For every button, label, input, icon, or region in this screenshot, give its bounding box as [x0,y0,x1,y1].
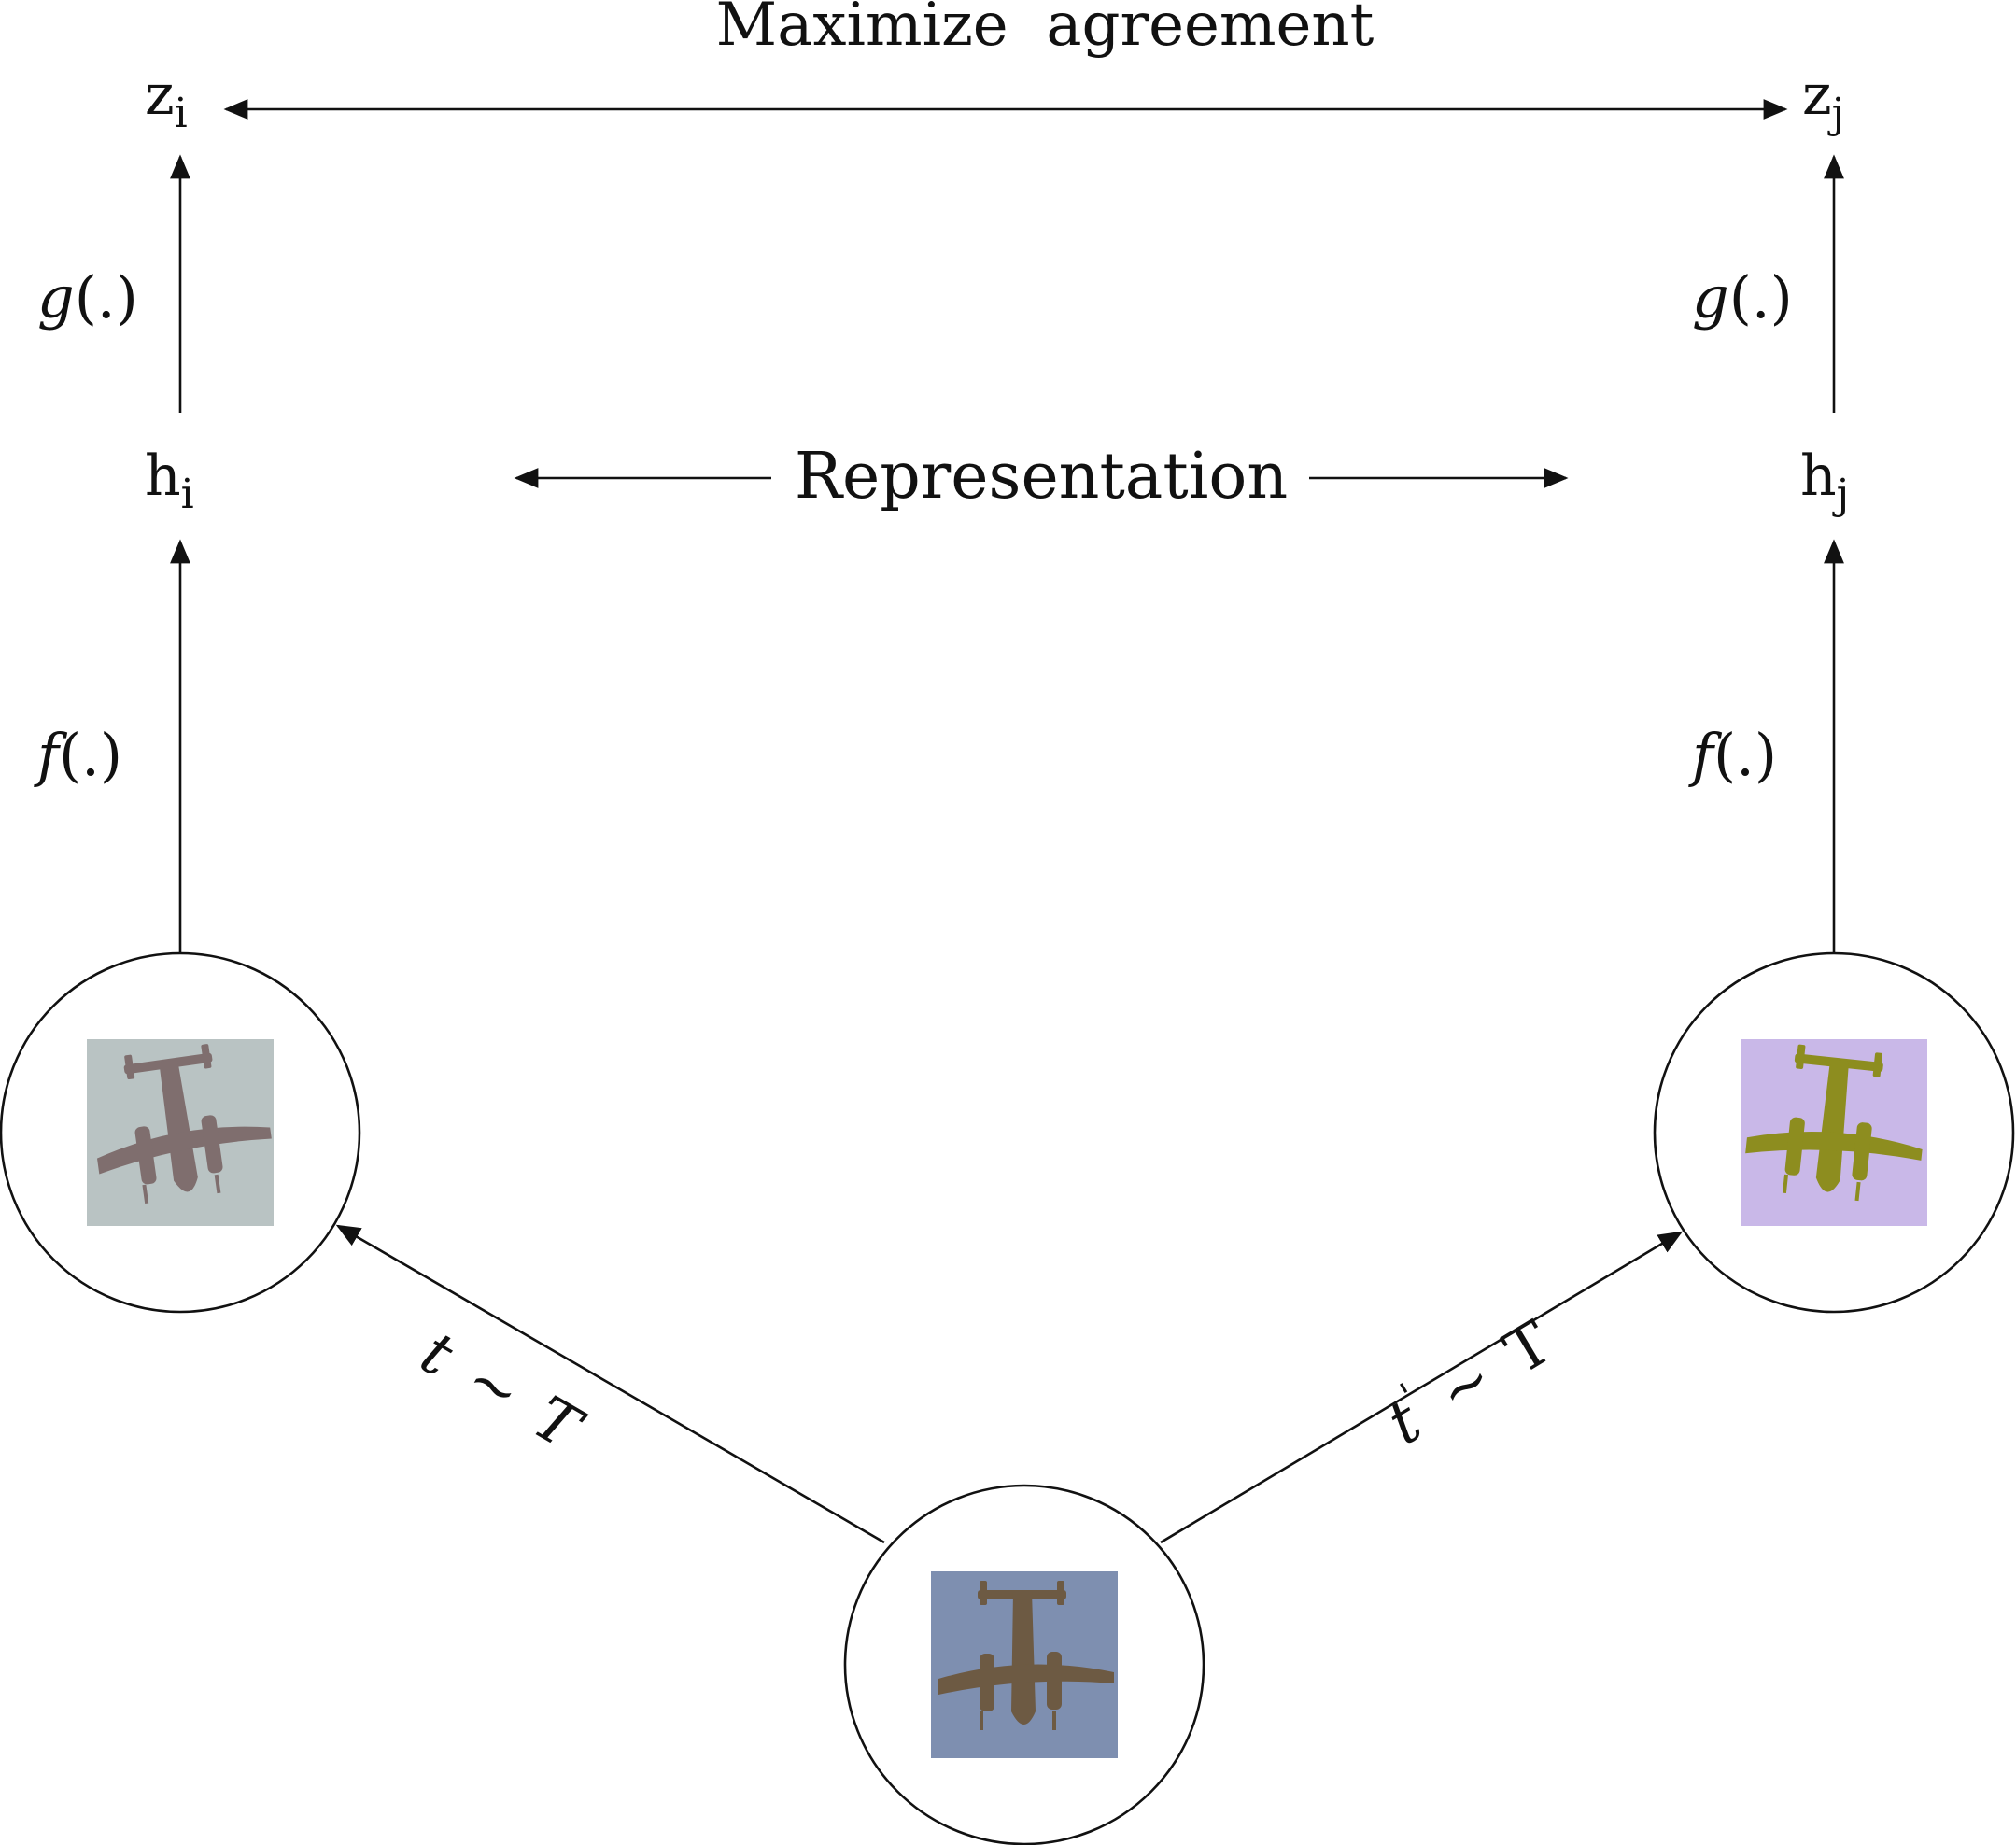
augment-arrow-right [1160,1231,1684,1544]
z-i-label: zi [145,63,188,137]
h-j-base: h [1800,444,1837,509]
f-args-right: (.) [1713,721,1777,789]
augment-arrow-left [335,1224,885,1544]
f-label-left: f(.) [34,721,122,789]
title-maximize-agreement: Maximize agreement [716,0,1375,60]
h-i-sub: i [181,471,194,518]
aug-left-tilde: ~ [454,1345,531,1430]
g-name-left: g [37,263,75,331]
aug-label-left: t~T [409,1318,594,1465]
h-i-label: hi [145,444,194,518]
right-view-image [1741,1039,1932,1226]
z-j-base: z [1802,63,1832,128]
aug-right-T: T [1494,1308,1564,1388]
original-image [931,1571,1118,1758]
h-j-sub: j [1832,471,1850,518]
g-args-left: (.) [75,263,138,331]
z-j-sub: j [1827,90,1845,137]
z-i-sub: i [175,90,188,137]
g-args-right: (.) [1729,263,1793,331]
z-i-base: z [145,63,175,128]
aug-right-tilde: ~ [1427,1344,1505,1429]
left-view-image [83,1036,278,1226]
representation-label: Representation [795,440,1288,514]
g-name-right: g [1692,263,1729,331]
f-args-left: (.) [59,721,122,789]
g-label-left: g(.) [37,263,138,331]
g-label-right: g(.) [1692,263,1793,331]
aug-left-t: t [409,1318,465,1390]
h-j-label: hj [1800,444,1849,518]
z-j-label: zj [1802,63,1844,137]
aug-left-T: T [522,1384,595,1466]
h-i-base: h [145,444,181,509]
f-label-right: f(.) [1688,721,1777,789]
aug-label-right: t'~T [1373,1303,1564,1459]
